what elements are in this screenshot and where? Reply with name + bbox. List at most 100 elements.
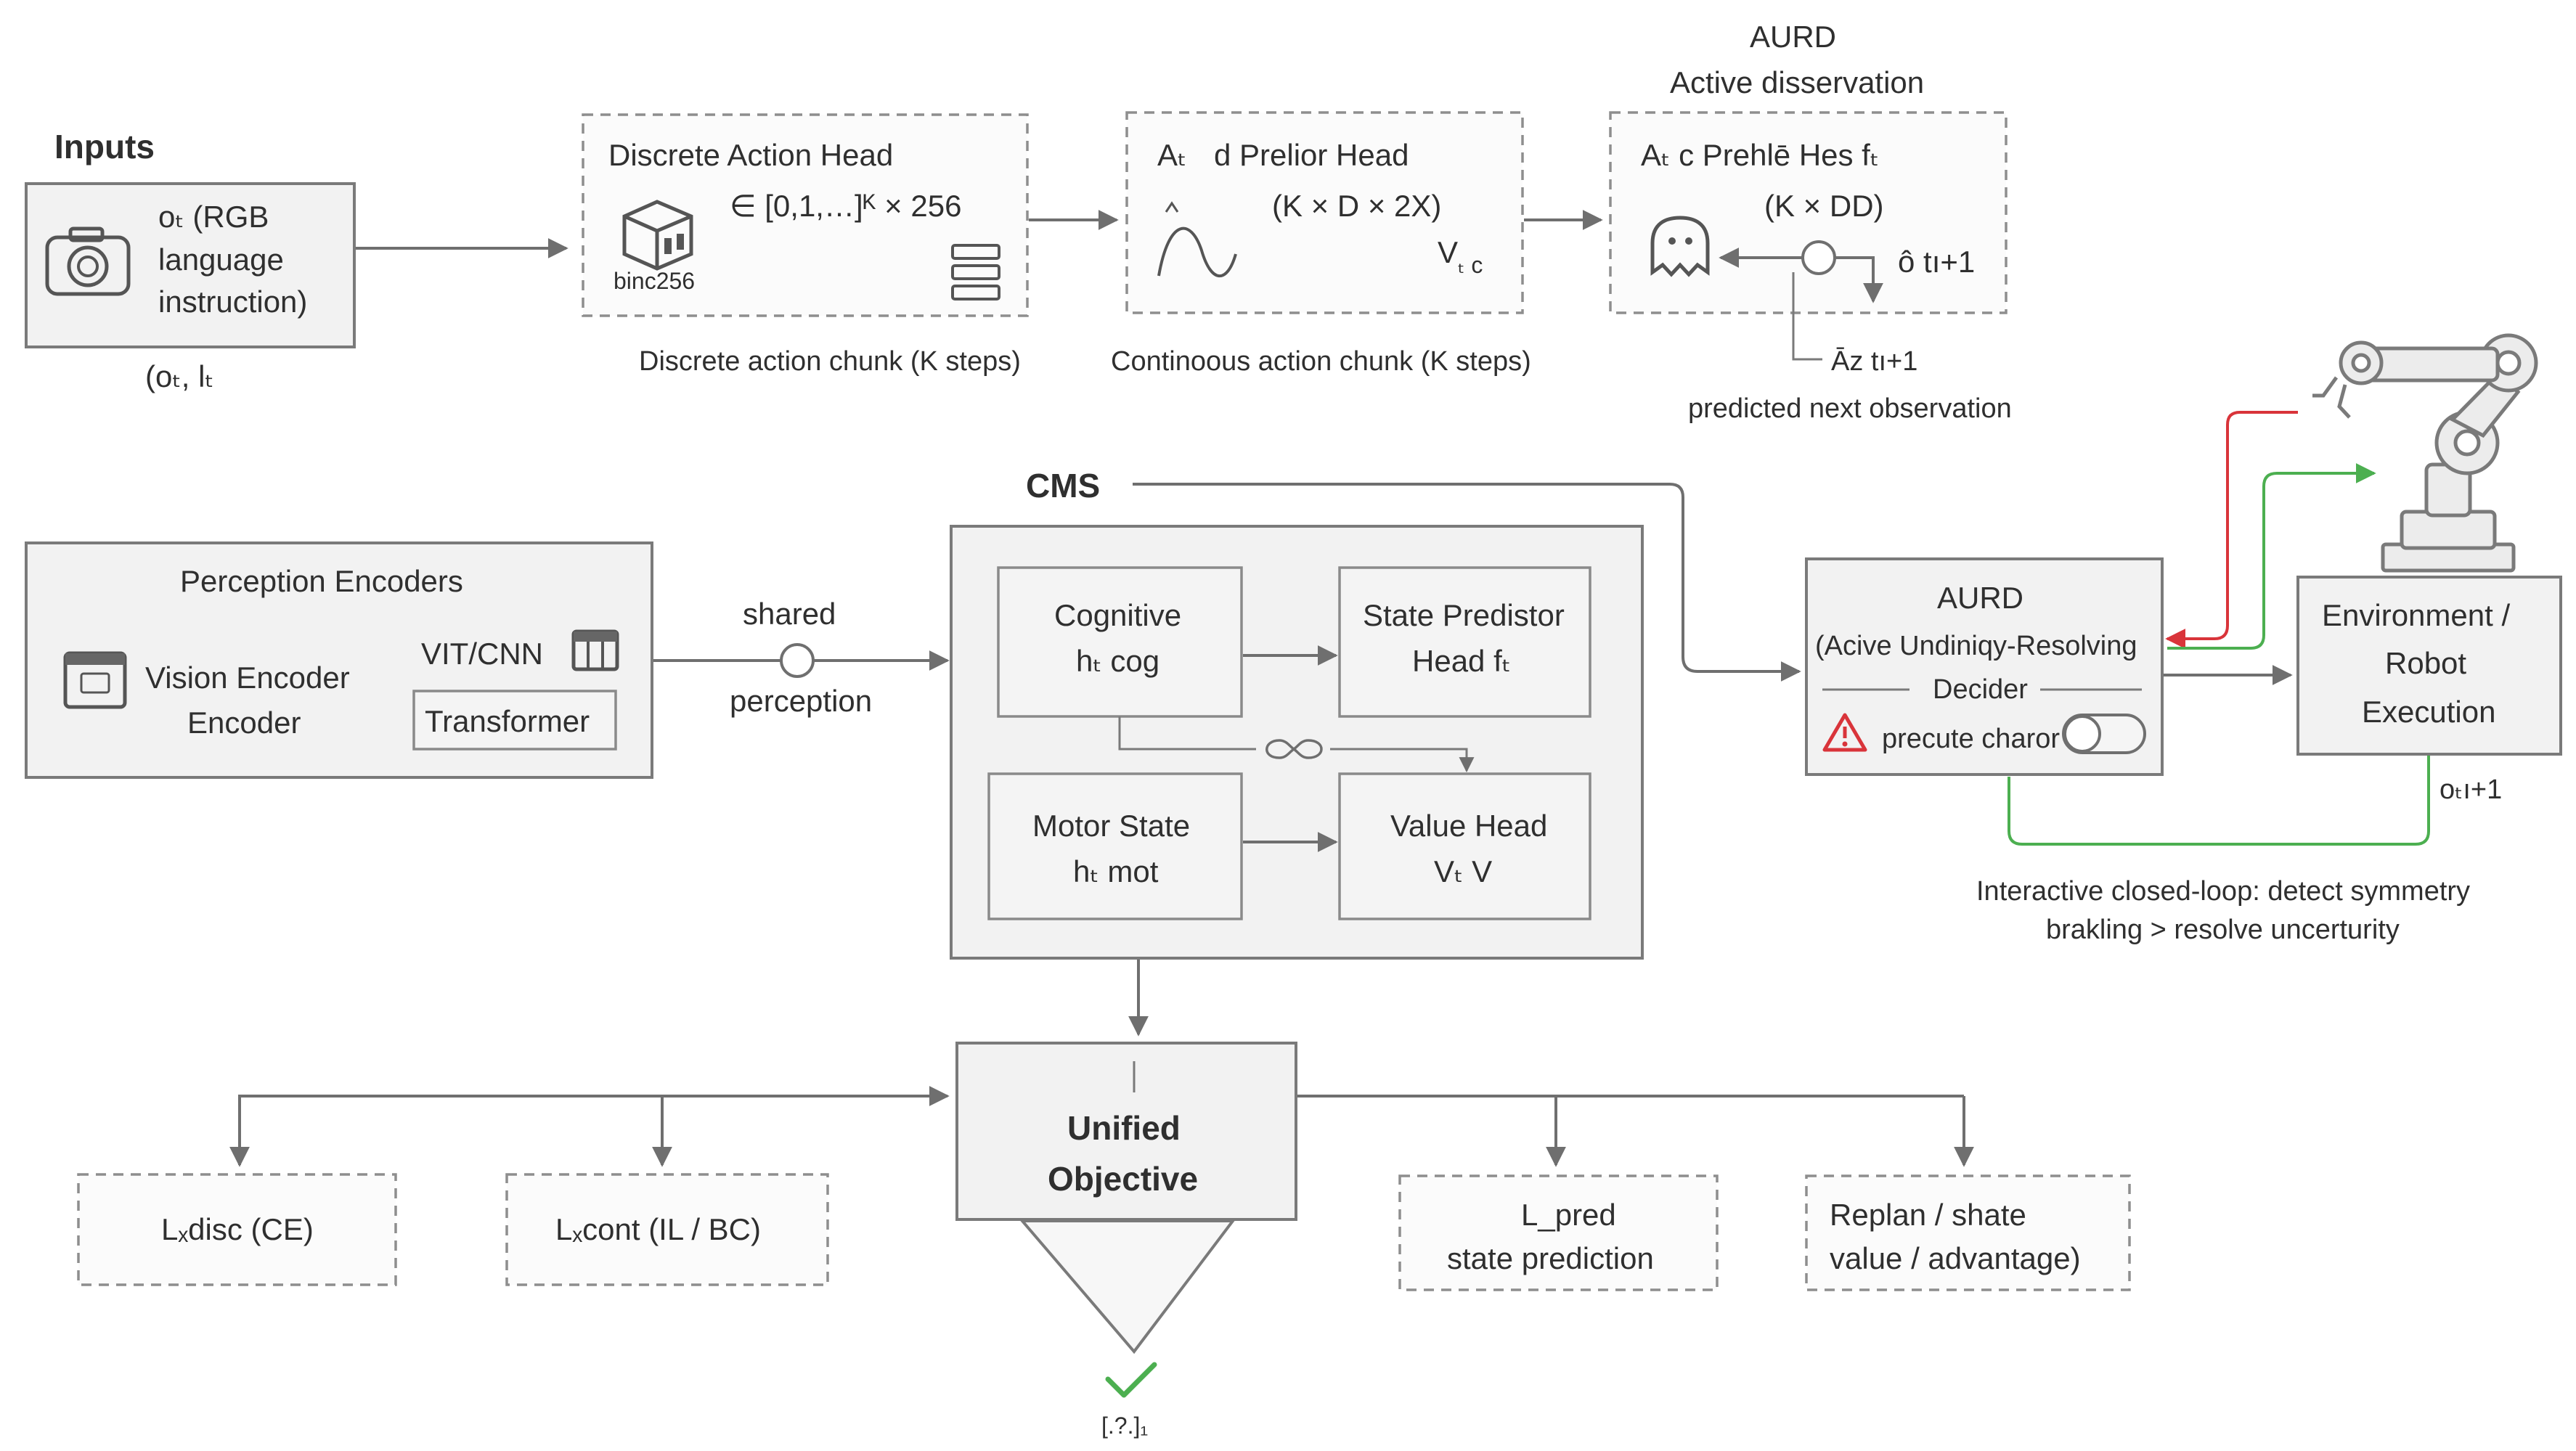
vision-encoder-sub: Encoder (187, 706, 301, 740)
loss-disc: Lₓdisc (CE) (77, 1173, 397, 1286)
green-loop-line (2008, 756, 2430, 846)
state-predictor-line2: Head fₜ (1412, 644, 1511, 678)
motor-state-line2: hₜ mot (1073, 854, 1159, 888)
discrete-head-title: Discrete Action Head (608, 138, 893, 172)
prelior-caption: Continoous action chunk (K steps) (1111, 346, 1531, 377)
loss-replan-line2: value / advantage) (1830, 1241, 2081, 1275)
inputs-line3: instruction) (158, 285, 307, 319)
cognitive-to-value-line (1118, 716, 1256, 751)
discrete-formula: ∈ [0,1,…]ᴷ × 256 (730, 189, 961, 223)
cms-title: CMS (1026, 467, 1100, 504)
state-predictor-line1: State Predistor (1363, 598, 1565, 632)
value-head-box (1338, 772, 1591, 920)
link-to-value-arrow (1330, 748, 1475, 773)
loss-cont: Lₓcont (IL / BC) (505, 1173, 829, 1286)
loss-pred-line2: state prediction (1447, 1241, 1654, 1275)
left-branch-line (238, 1086, 950, 1127)
cms-to-aurd-arrow (1133, 483, 1801, 682)
environment-line2: Robot (2385, 646, 2466, 680)
objective-line2: Objective (1048, 1160, 1198, 1198)
prelior-head: Aₜ d Prelior Head (K × D × 2X) V ₜ c Con… (1111, 111, 1531, 377)
inputs-line1: oₜ (RGB (158, 200, 269, 234)
check-icon (1105, 1362, 1157, 1398)
objective-funnel (1019, 1219, 1236, 1354)
ghost-icon (1650, 216, 1710, 277)
cms-block: Cognitive hₜ cog State Predistor Head fₜ… (950, 525, 1644, 960)
motor-state-box (987, 772, 1243, 920)
inputs-block: Inputs oₜ (RGB language instruction) (oₜ… (25, 128, 356, 393)
aurd-top-label2: Active disservation (1670, 65, 1924, 99)
wave-icon (1157, 201, 1237, 278)
value-head-line2: Vₜ V (1434, 854, 1492, 888)
cognitive-line2: hₜ cog (1076, 644, 1159, 678)
aurd-top-box (1609, 111, 2008, 314)
discrete-head-box (582, 113, 1029, 317)
aurd-decider: AURD (Acive Undiniqy-Resolving Decider p… (1805, 557, 2164, 776)
robot-arm-icon (2312, 333, 2538, 573)
loop-caption-line1: Interactive closed-loop: detect symmetry (1976, 876, 2470, 907)
environment-box (2296, 576, 2562, 756)
loss-replan-line1: Replan / shate (1830, 1198, 2026, 1232)
inputs-box (25, 182, 356, 348)
toggle-switch[interactable] (2062, 714, 2146, 754)
aurd-top-next-a: Āz tı+1 (1831, 346, 1917, 377)
aurd-top-title: Aₜ c Prehlē Hes fₜ (1641, 138, 1879, 172)
discrete-bins-label: binc256 (614, 268, 695, 294)
aurd-decider-line1: (Acive Undiniqy-Resolving (1815, 631, 2137, 661)
vit-cnn-label: VIT/CNN (421, 637, 543, 671)
cube-icon (622, 200, 693, 271)
loss-pred: L_pred state prediction (1398, 1174, 1719, 1291)
loss-disc-label: Lₓdisc (CE) (161, 1212, 314, 1246)
loss-replan: Replan / shate value / advantage) (1805, 1174, 2131, 1291)
aurd-top-caption: predicted next observation (1688, 393, 2012, 424)
prelior-title-b: d Prelior Head (1214, 138, 1409, 172)
loss-pred-box (1398, 1174, 1719, 1291)
perception-encoders: Perception Encoders Vision Encoder Encod… (25, 541, 653, 779)
objective-bottom-label: [.?.]₁ (1101, 1413, 1148, 1439)
state-predictor-box (1338, 566, 1591, 718)
warning-icon (1822, 713, 1867, 752)
prelior-v: V (1438, 235, 1458, 269)
cognitive-line1: Cognitive (1054, 598, 1181, 632)
aurd-decider-line3: precute charor (1882, 724, 2060, 754)
aurd-top-label1: AURD (1750, 20, 1836, 54)
aurd-decider-line2: Decider (1933, 674, 2028, 705)
loss-cont-box (505, 1173, 829, 1286)
loss-disc-box (77, 1173, 397, 1286)
grid-icon (571, 629, 619, 671)
environment-next: oₜı+1 (2440, 774, 2502, 805)
prelior-title-a: Aₜ (1157, 138, 1186, 172)
monitor-icon (63, 651, 127, 709)
vision-encoder-label: Vision Encoder (145, 661, 350, 695)
perception-title: Perception Encoders (180, 564, 463, 598)
inputs-line2: language (158, 242, 284, 277)
aurd-top-down-arrow (1835, 256, 1883, 303)
inputs-title: Inputs (54, 128, 155, 165)
green-command-arrow (2167, 463, 2376, 650)
value-head-line1: Value Head (1390, 809, 1547, 843)
objective-line1: Unified (1067, 1109, 1181, 1147)
shared-top-label: shared (743, 597, 836, 631)
inputs-caption: (oₜ, lₜ (145, 359, 214, 393)
camera-icon (45, 226, 131, 296)
aurd-top-dims: (K × DD) (1764, 189, 1884, 223)
environment-line3: Execution (2362, 695, 2495, 729)
loop-caption-line2: brakling > resolve uncerturity (2046, 915, 2400, 945)
link-icon (1265, 739, 1323, 759)
prelior-dims: (K × D × 2X) (1272, 189, 1441, 223)
cognitive-box (997, 566, 1243, 718)
shared-bottom-label: perception (730, 684, 872, 718)
transformer-label: Transformer (425, 704, 590, 738)
aurd-decider-title: AURD (1937, 581, 2023, 615)
aurd-top-side-line (1792, 272, 1822, 361)
loss-cont-label: Lₓcont (IL / BC) (555, 1212, 761, 1246)
aurd-top: AURD Active disservation Aₜ c Prehlē Hes… (1609, 20, 2012, 424)
loss-replan-box (1805, 1174, 2131, 1291)
red-feedback-arrow (2165, 411, 2298, 649)
motor-state-line1: Motor State (1032, 809, 1190, 843)
aurd-top-node (1801, 240, 1836, 275)
prelior-v-sub: ₜ c (1458, 252, 1483, 278)
shared-node (780, 643, 815, 678)
discrete-caption: Discrete action chunk (K steps) (639, 346, 1021, 377)
